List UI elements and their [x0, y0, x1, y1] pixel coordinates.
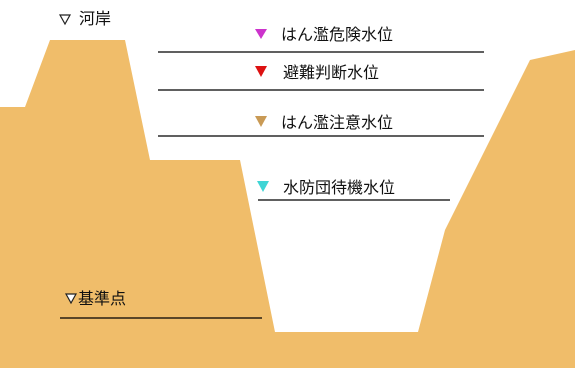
flood-caution-triangle-icon [255, 116, 267, 127]
flood-standby-label: 水防団待機水位 [283, 178, 395, 197]
flood-danger-label: はん濫危険水位 [281, 25, 393, 44]
evacuation-triangle-icon [255, 66, 267, 77]
flood-caution-label: はん濫注意水位 [281, 113, 393, 132]
bank-label: 河岸 [79, 9, 111, 28]
triangle-outline-icon [58, 14, 72, 26]
flood-standby-triangle-icon [257, 181, 269, 192]
datum-triangle-outline-icon [64, 293, 78, 305]
flood-danger-triangle-icon [255, 29, 267, 39]
evacuation-label: 避難判断水位 [283, 63, 379, 82]
ground-cross-section [0, 40, 575, 368]
datum-label: 基準点 [78, 289, 126, 308]
